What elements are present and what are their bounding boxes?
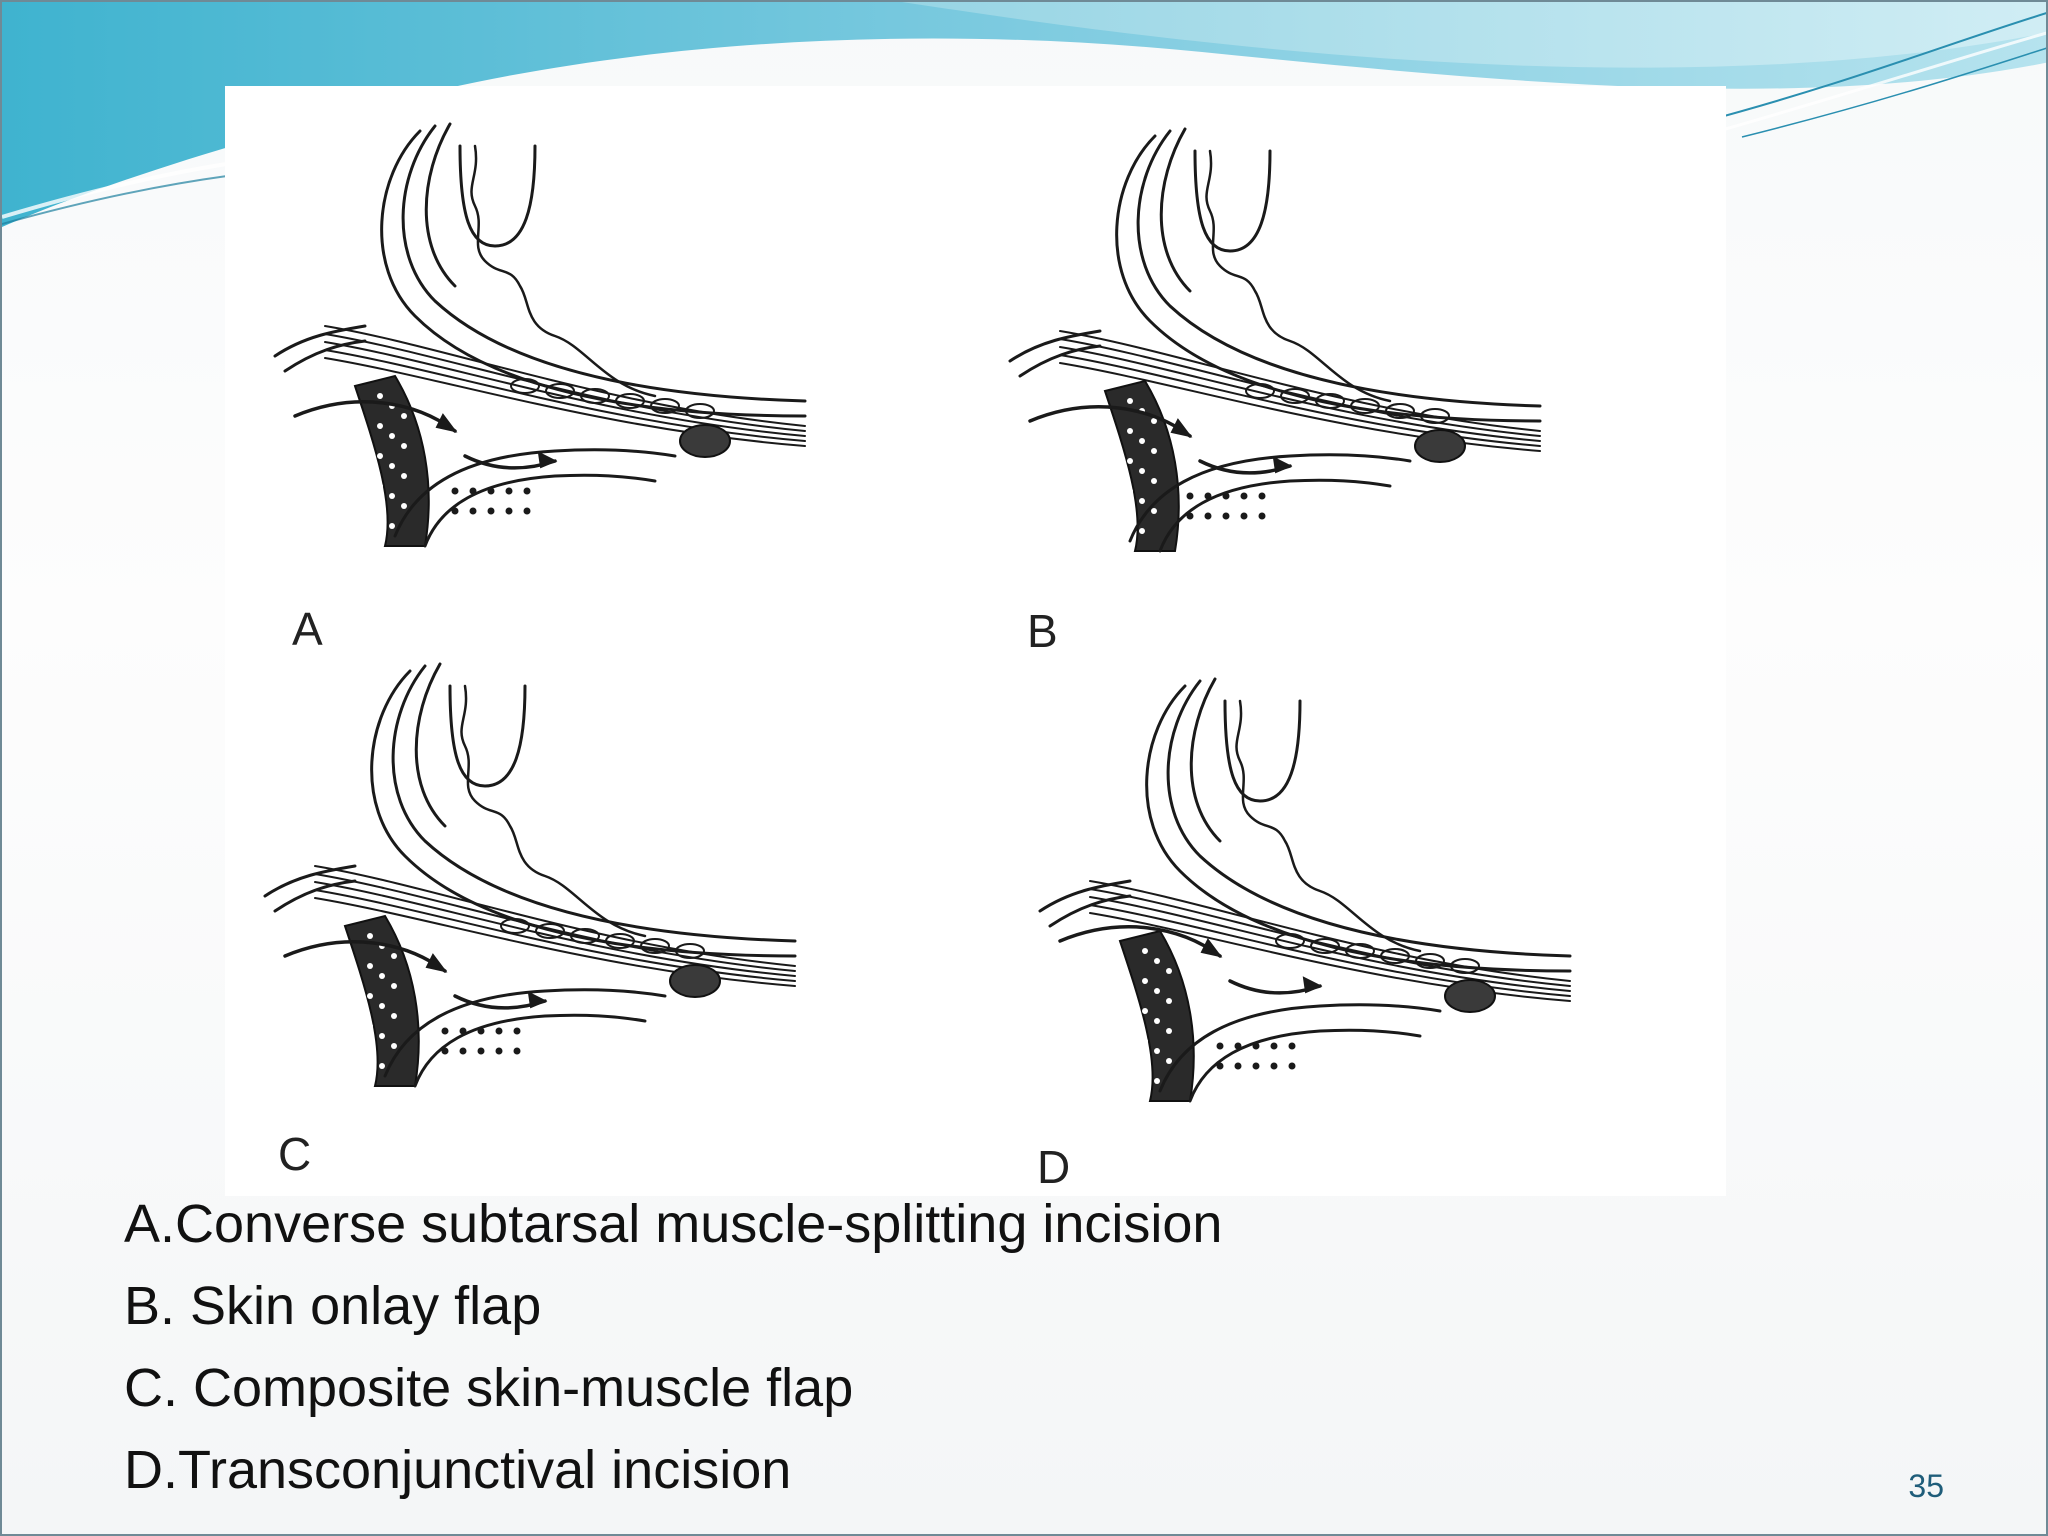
diagram-b bbox=[1008, 127, 1542, 553]
page-number: 35 bbox=[1908, 1468, 1944, 1504]
caption-list: A.Converse subtarsal muscle-splitting in… bbox=[124, 1188, 1824, 1516]
caption-d: D.Transconjunctival incision bbox=[124, 1440, 792, 1500]
diagram-a bbox=[273, 122, 807, 548]
header-wave-decoration bbox=[2, 2, 2046, 227]
diagram-c bbox=[263, 662, 797, 1088]
caption-b: B. Skin onlay flap bbox=[124, 1276, 542, 1336]
incision-diagrams bbox=[263, 122, 1572, 1103]
panel-label-c: C bbox=[278, 1128, 312, 1180]
diagram-d bbox=[1038, 677, 1572, 1103]
panel-label-b: B bbox=[1027, 605, 1058, 657]
caption-c: C. Composite skin-muscle flap bbox=[124, 1358, 854, 1418]
eyelid-incision-figure: A B C D bbox=[225, 86, 1726, 1196]
panel-label-a: A bbox=[292, 603, 323, 655]
panel-label-d: D bbox=[1037, 1141, 1071, 1193]
caption-a: A.Converse subtarsal muscle-splitting in… bbox=[124, 1194, 1223, 1254]
